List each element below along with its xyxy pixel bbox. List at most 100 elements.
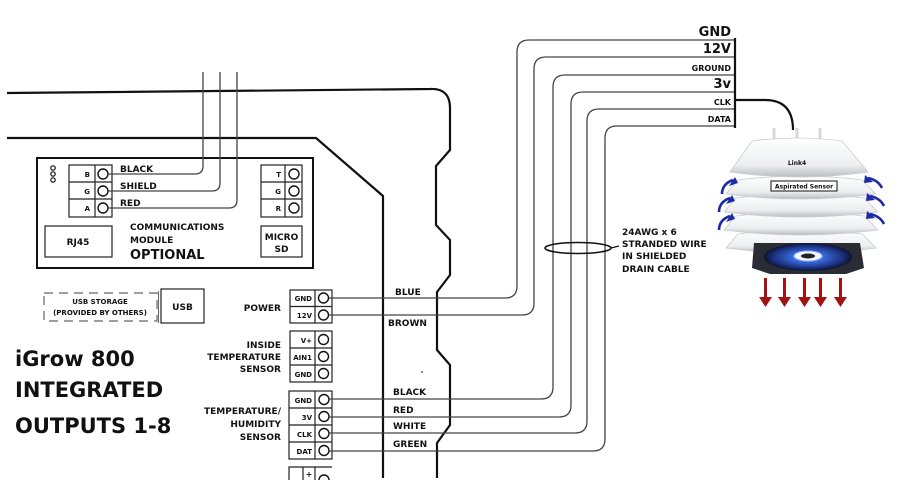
terminal-pin-label: R: [276, 205, 282, 213]
temp-humidity-label-line1: TEMPERATURE/: [204, 407, 282, 417]
sensor-model-label: Aspirated Sensor: [775, 184, 833, 191]
comm-module-title-line2: MODULE: [130, 236, 173, 246]
power-terminal-block: POWER GND 12V: [244, 289, 333, 324]
wire-label-red: RED: [393, 406, 414, 416]
terminal-screw-icon: [318, 444, 330, 457]
sensor-pin-label-gnd: GND: [699, 25, 732, 40]
product-title-line2: INTEGRATED: [15, 378, 163, 402]
wire-data-green: [329, 125, 735, 452]
terminal-screw-icon: [318, 410, 330, 423]
terminal-screw-icon: [318, 393, 330, 406]
fan-icon: [752, 243, 864, 274]
micro-sd-label-line2: SD: [275, 245, 289, 255]
terminal-pin-label: DAT: [297, 448, 313, 456]
product-title-line1: iGrow 800: [15, 347, 135, 371]
terminal-pin-label: G: [84, 188, 90, 196]
comm-module-optional: OPTIONAL: [130, 248, 205, 263]
usb-storage-label-line2: (PROVIDED BY OTHERS): [53, 309, 147, 317]
wire-label-white: WHITE: [393, 422, 426, 432]
usb-port-label: USB: [172, 303, 193, 313]
terminal-pin-label: CLK: [297, 431, 313, 439]
micro-sd-label-line1: MICRO: [265, 233, 299, 243]
terminal-pin-label: GND: [295, 397, 313, 405]
terminal-pin-label: B: [85, 171, 90, 179]
usb-storage-label-line1: USB STORAGE: [72, 298, 128, 306]
micro-sd-slot: [260, 225, 303, 258]
inside-temp-label-line2: TEMPERATURE: [207, 353, 281, 363]
sensor-pin-label-12v: 12V: [703, 42, 731, 57]
terminal-screw-icon: [97, 168, 109, 180]
wire-comm-black: [108, 72, 204, 175]
cable-note-line3: IN SHIELDED: [622, 252, 686, 262]
wire-12v-brown: [329, 56, 735, 316]
enclosure-outline-top: [6, 87, 452, 478]
comm-terminal-block: B G A: [68, 164, 113, 218]
cable-note-line1: 24AWG x 6: [622, 228, 677, 238]
sensor-pin-label-ground: GROUND: [692, 64, 732, 73]
terminal-screw-icon: [288, 202, 300, 214]
wire-comm-shield: [108, 72, 221, 192]
wire-label-shield: SHIELD: [120, 182, 157, 192]
wire-clk-white: [329, 108, 735, 434]
enclosure-outline-inner: [7, 136, 385, 478]
terminal-pin-label: A: [85, 205, 91, 213]
airflow-intake-arrows: [717, 176, 886, 231]
wire-label-black: BLACK: [393, 388, 427, 398]
aspirated-sensor-image: Link4 Aspirated Sensor: [717, 128, 886, 307]
terminal-pin-label: 3V: [302, 414, 313, 422]
usb-port: [160, 288, 205, 324]
terminal-screw-icon: [318, 474, 330, 481]
sensor-brand-label: Link4: [788, 160, 806, 167]
sensor-pin-label-3v: 3v: [713, 77, 731, 92]
wire-ground-black: [329, 74, 735, 400]
cable-note-line2: STRANDED WIRE: [622, 240, 707, 250]
terminal-screw-icon: [317, 333, 330, 346]
terminal-screw-icon: [317, 292, 330, 304]
status-led-icon: [50, 165, 56, 183]
terminal-screw-icon: [97, 202, 109, 214]
temp-humidity-terminal-block: TEMPERATURE/ HUMIDITY SENSOR GND 3V CLK …: [204, 390, 333, 460]
sensor-cable: [735, 98, 795, 131]
terminal-screw-icon: [317, 367, 330, 380]
terminal-pin-label: G: [275, 188, 281, 196]
rj45-label: RJ45: [67, 238, 90, 248]
comm-module-title-line1: COMMUNICATIONS: [130, 223, 224, 233]
inside-temp-label-line1: INSIDE: [247, 341, 281, 351]
comm-right-terminal-block: T G R: [260, 164, 303, 218]
wire-label-blue: BLUE: [395, 288, 421, 298]
inside-temp-terminal-block: INSIDE TEMPERATURE SENSOR V+ AIN1 GND: [207, 330, 333, 383]
power-label: POWER: [244, 304, 281, 314]
wire-label-red: RED: [120, 199, 141, 209]
terminal-pin-label: +: [306, 470, 313, 479]
terminal-pin-label: GND: [295, 295, 313, 303]
terminal-pin-label: V+: [301, 337, 312, 345]
terminal-pin-label: AIN1: [293, 354, 312, 362]
terminal-screw-icon: [288, 185, 300, 197]
temp-humidity-label-line2: HUMIDITY: [230, 420, 281, 430]
wire-3v-red: [329, 91, 735, 418]
cable-note-line4: DRAIN CABLE: [622, 265, 690, 275]
wire-gnd-blue: [329, 39, 735, 299]
bottom-terminal-block: +: [288, 466, 332, 481]
terminal-pin-label: GND: [295, 371, 313, 379]
wire-comm-red: [108, 72, 238, 209]
wire-label-brown: BROWN: [388, 319, 427, 329]
exhaust-arrows: [759, 278, 847, 307]
rj45-port: [44, 225, 113, 258]
cable-bundle-marker: [544, 241, 612, 255]
terminal-pin-label: T: [276, 171, 281, 179]
product-title-line3: OUTPUTS 1-8: [15, 414, 171, 438]
temp-humidity-label-line3: SENSOR: [240, 433, 281, 443]
inside-temp-label-line3: SENSOR: [240, 365, 281, 375]
wire-label-green: GREEN: [393, 440, 427, 450]
sensor-pin-label-clk: CLK: [714, 98, 732, 107]
communications-module: B G A BLACK SHIELD RED T G R RJ45: [36, 72, 314, 269]
terminal-screw-icon: [97, 185, 109, 197]
sensor-top-cap: [729, 137, 869, 178]
terminal-screw-icon: [317, 309, 330, 321]
terminal-screw-icon: [318, 427, 330, 440]
usb-storage: USB STORAGE (PROVIDED BY OTHERS): [43, 292, 158, 322]
terminal-pin-label: 12V: [297, 312, 313, 320]
terminal-screw-icon: [317, 350, 330, 363]
